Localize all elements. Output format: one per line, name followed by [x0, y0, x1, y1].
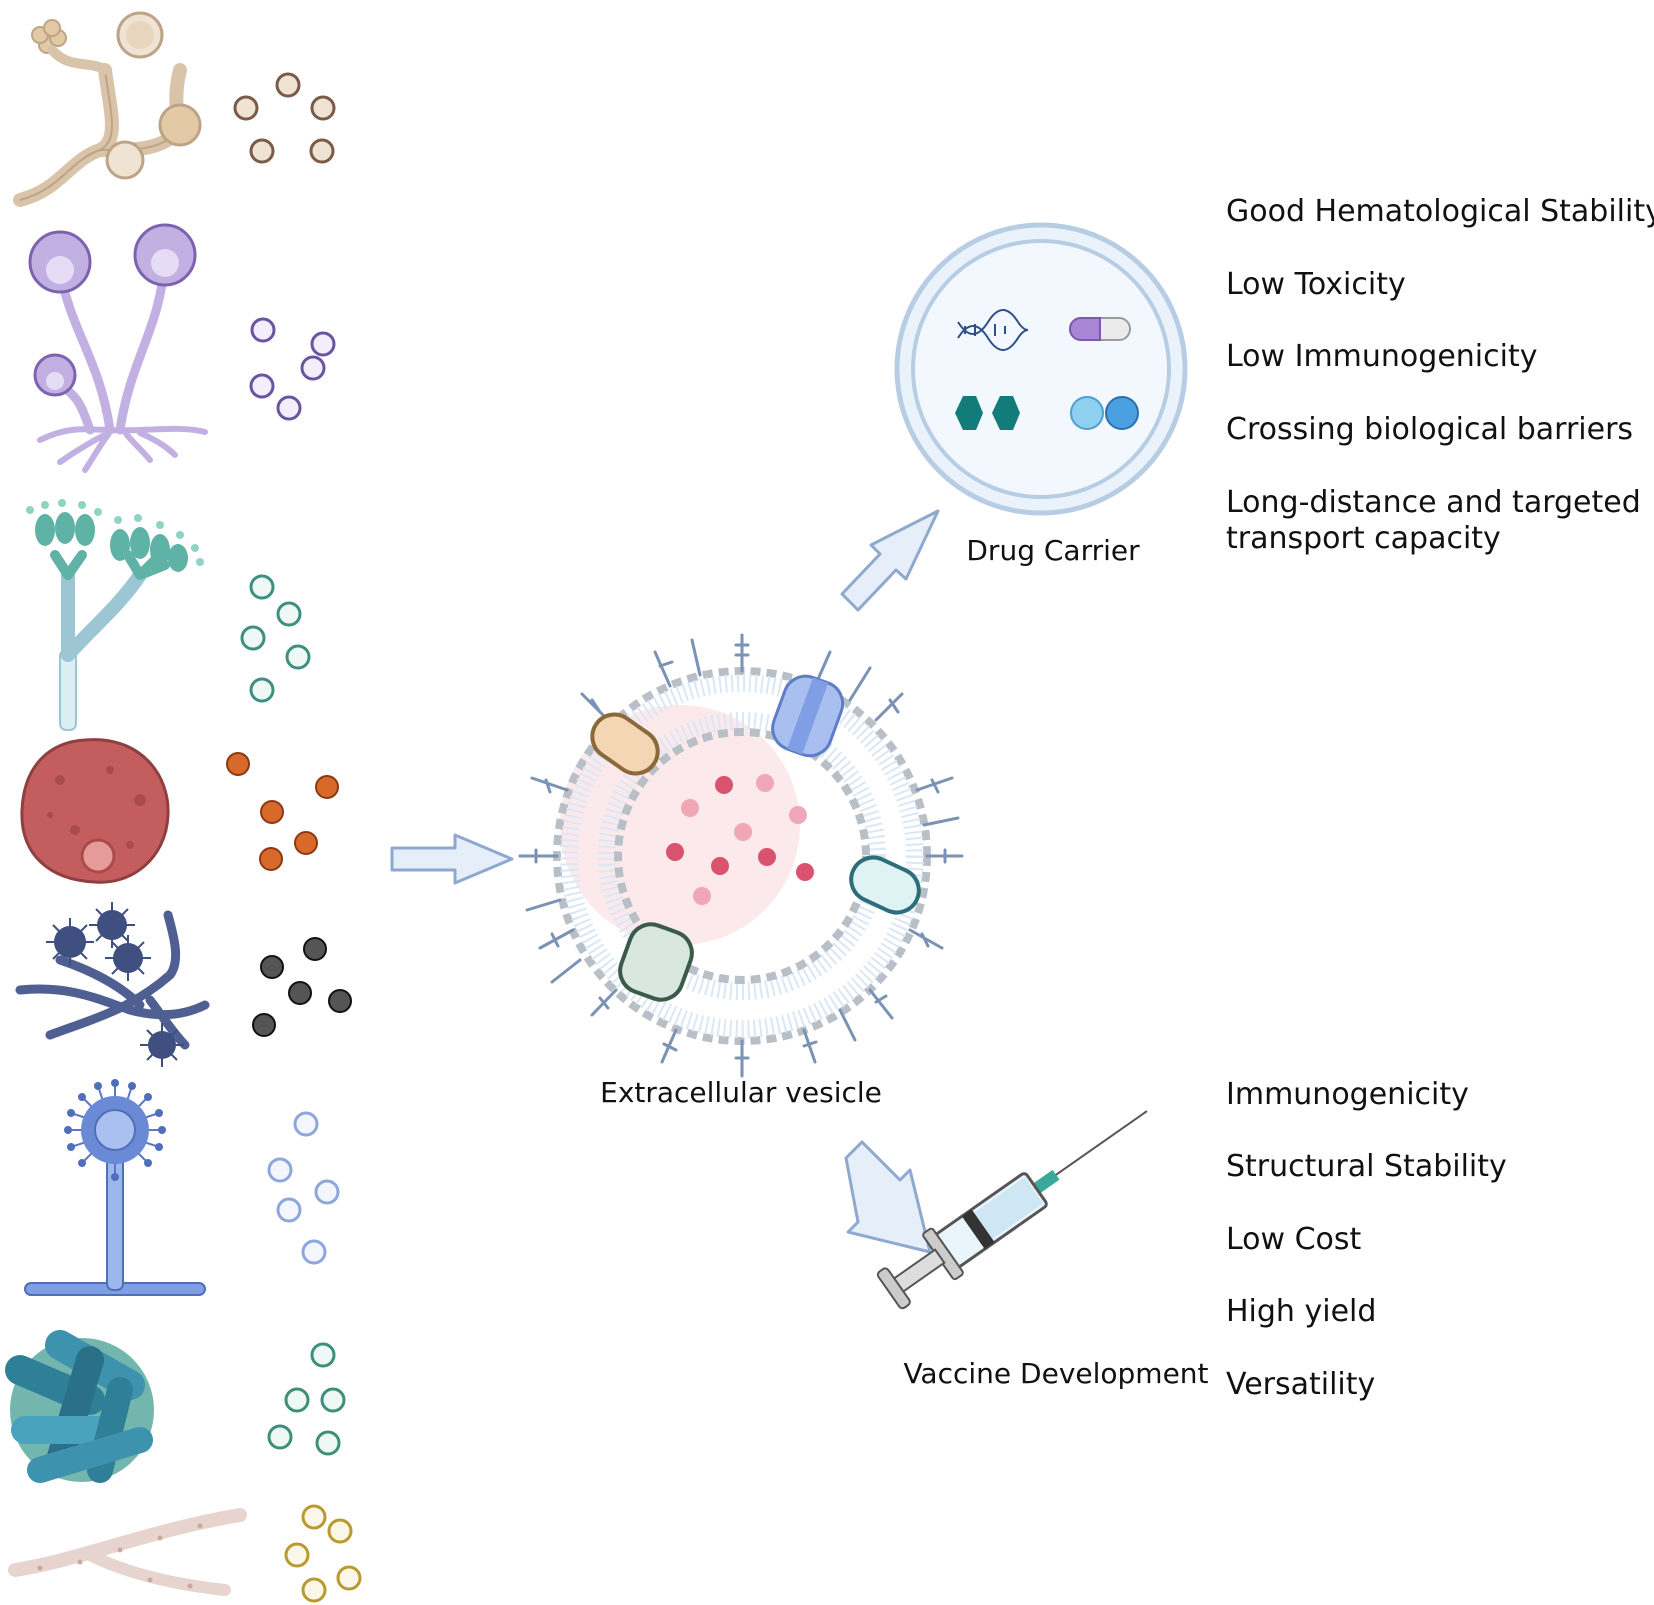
property-item: Low Cost — [1226, 1222, 1362, 1257]
vesicles-yellow-icon — [284, 1504, 362, 1603]
arrow-to-vesicle-icon — [390, 833, 514, 885]
property-item: Low Toxicity — [1226, 267, 1406, 302]
organism-teal-penicillium-icon — [26, 499, 204, 731]
sphere-icon — [1070, 396, 1139, 430]
hexagon-icon — [955, 396, 1020, 430]
vesicles-purple-icon — [249, 317, 336, 421]
property-item: Immunogenicity — [1226, 1077, 1469, 1112]
property-item: Structural Stability — [1226, 1149, 1507, 1184]
property-item: Versatility — [1226, 1367, 1375, 1402]
arrow-to-vaccine-icon — [844, 1140, 932, 1254]
vaccine-properties: Immunogenicity Structural Stability Low … — [1226, 1077, 1507, 1402]
organism-pink-hyphae-icon — [8, 1508, 247, 1596]
arrow-to-drug-carrier-icon — [840, 509, 940, 612]
extracellular-vesicle-label: Extracellular vesicle — [600, 1076, 882, 1109]
capsule-icon — [1069, 317, 1131, 341]
drug-carrier-properties: Good Hematological Stability Low Toxicit… — [1226, 194, 1654, 556]
drug-carrier-label: Drug Carrier — [966, 534, 1140, 567]
vesicles-tan-icon — [233, 72, 336, 164]
organism-darkblue-mold-icon — [15, 902, 210, 1067]
drug-carrier-icon — [894, 222, 1188, 516]
property-item: Good Hematological Stability — [1226, 194, 1654, 229]
property-item: Long-distance and targeted — [1226, 485, 1641, 520]
vesicles-green-icon — [267, 1342, 346, 1456]
property-item: transport capacity — [1226, 521, 1501, 556]
syringe-icon — [876, 1110, 1148, 1310]
property-item: Crossing biological barriers — [1226, 412, 1633, 447]
extracellular-vesicle-icon — [518, 633, 964, 1078]
vesicles-dark-icon — [252, 937, 352, 1037]
vesicles-teal-icon — [240, 574, 311, 703]
vesicles-lightblue-icon — [267, 1111, 340, 1265]
dna-icon — [957, 309, 1029, 351]
organism-tan-mold-icon — [13, 11, 202, 207]
vaccine-development-label: Vaccine Development — [903, 1357, 1208, 1390]
property-item: High yield — [1226, 1294, 1376, 1329]
organism-purple-mold-icon — [28, 223, 208, 473]
organism-blue-aspergillus-icon — [24, 1079, 206, 1296]
vesicles-orange-icon — [226, 752, 339, 871]
property-item: Low Immunogenicity — [1226, 339, 1537, 374]
organism-red-cell-icon — [20, 738, 170, 884]
organism-rod-cluster-icon — [5, 1330, 154, 1483]
